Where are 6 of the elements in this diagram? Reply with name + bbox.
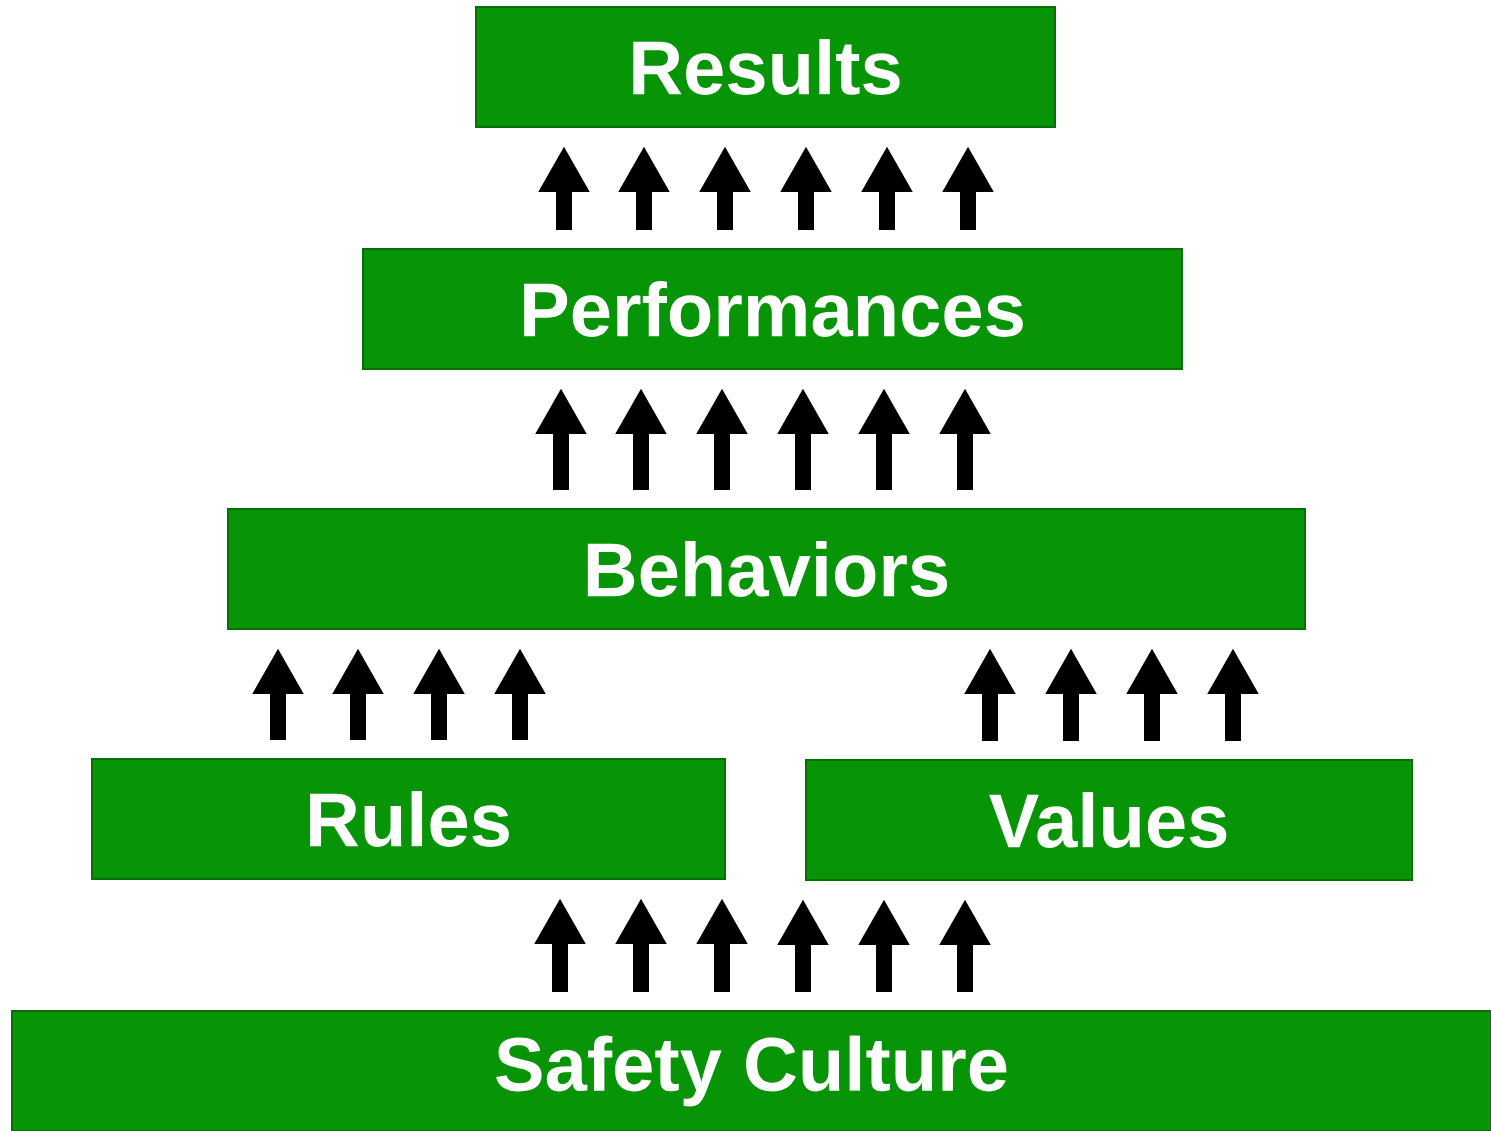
level-box: Safety Culture [11, 1010, 1491, 1131]
level-box: Behaviors [227, 508, 1306, 630]
level-box: Values [805, 759, 1413, 881]
level-box: Results [475, 6, 1056, 128]
level-box: Rules [91, 758, 726, 880]
level-box: Performances [362, 248, 1183, 370]
